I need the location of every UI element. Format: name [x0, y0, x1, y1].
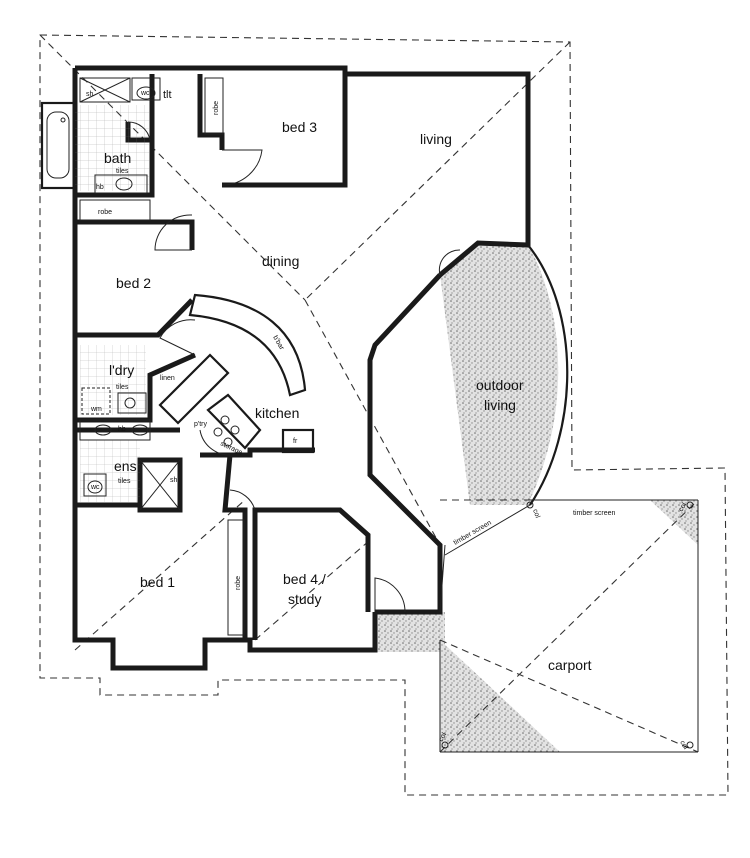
robe-bed1 — [227, 519, 245, 636]
label-col-2: col — [678, 501, 689, 513]
label-col-3: col — [438, 731, 449, 743]
label-laundry: l'dry — [109, 362, 134, 378]
label-bed1: bed 1 — [140, 574, 175, 590]
label-linen: linen — [160, 375, 175, 382]
doors — [127, 121, 461, 613]
label-kitchen: kitchen — [255, 405, 299, 421]
laundry-tiles — [80, 345, 146, 415]
bathtub — [40, 101, 77, 190]
robe-bed3 — [204, 77, 224, 135]
label-col-4: col — [678, 740, 689, 752]
ens-fixtures — [79, 419, 181, 511]
label-robe-bed3: robe — [213, 101, 220, 115]
label-bed3: bed 3 — [282, 119, 317, 135]
outdoor-living-edge — [444, 504, 531, 556]
label-col-1: col — [531, 508, 541, 519]
carport-corner-shading — [650, 500, 698, 545]
label-hb-bath: hb — [96, 184, 104, 191]
label-wm: wm — [90, 406, 102, 413]
entry-paving — [375, 612, 445, 652]
label-bbar: b'bar — [271, 335, 285, 352]
label-timber-screen-2: timber screen — [573, 510, 616, 517]
label-ens-tiles: tiles — [118, 478, 131, 485]
top-shower-wc — [79, 77, 161, 103]
carport-shading — [440, 640, 560, 752]
label-laundry-tiles: tiles — [116, 384, 129, 391]
carport-columns — [441, 501, 694, 749]
robe-bed2 — [79, 199, 151, 221]
label-bath-tiles: tiles — [116, 168, 129, 175]
label-outdoor: outdoor — [476, 377, 524, 393]
label-sh-top: sh — [86, 91, 94, 98]
label-carport: carport — [548, 657, 592, 673]
label-ens: ens — [114, 458, 137, 474]
label-ptry: p'try — [194, 421, 208, 428]
label-study: study — [288, 591, 321, 607]
label-sh-ens: sh — [170, 477, 178, 484]
label-robe-bed1: robe — [235, 576, 242, 590]
bath-basin — [94, 174, 148, 194]
label-bath: bath — [104, 150, 131, 166]
outdoor-living-paving — [440, 243, 559, 505]
label-hb-ens: hb — [118, 426, 126, 433]
label-fr: fr — [293, 438, 298, 445]
label-tlt: tlt — [163, 89, 172, 101]
label-timber-screen-1: timber screen — [453, 519, 493, 546]
label-dining: dining — [262, 253, 299, 269]
outdoor-living-curve — [527, 244, 569, 506]
label-robe-bed2: robe — [98, 209, 112, 216]
roof-outline — [39, 34, 729, 796]
label-wc-ens: wc — [90, 484, 100, 491]
label-bed4: bed 4 / — [283, 571, 326, 587]
label-living: living — [420, 131, 452, 147]
bath-tiles — [75, 105, 150, 191]
laundry-fixtures — [81, 387, 147, 415]
label-bed2: bed 2 — [116, 275, 151, 291]
label-wc-top: wc — [140, 90, 150, 97]
carport-structure — [439, 499, 699, 753]
roof-hip-lines — [39, 34, 699, 753]
kitchen-benches — [158, 293, 315, 454]
label-outdoor-living: living — [484, 397, 516, 413]
